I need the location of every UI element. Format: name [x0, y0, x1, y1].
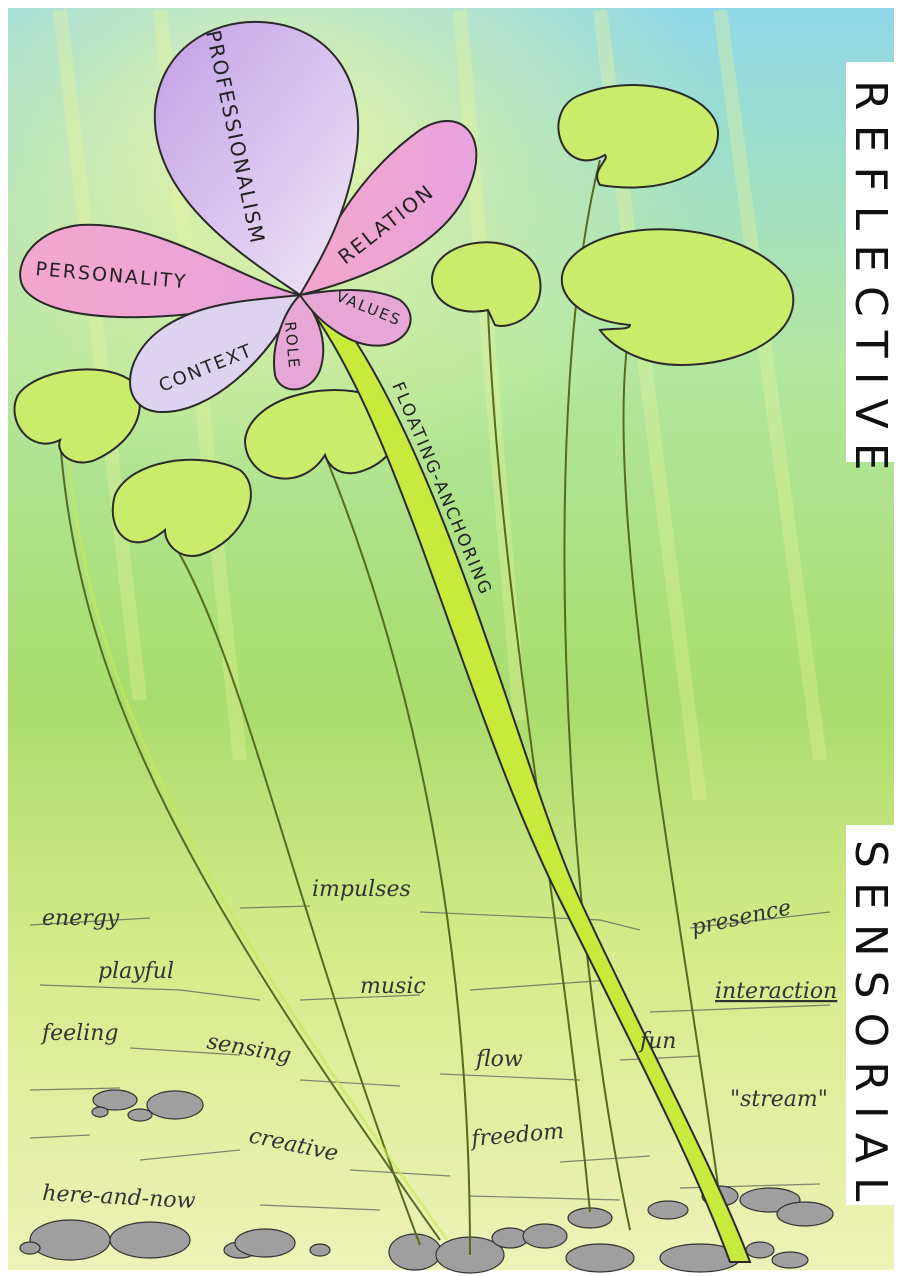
word-playful: playful — [98, 959, 174, 984]
side-label-sensorial: SENSORIAL — [845, 840, 896, 1215]
word-music: music — [360, 974, 426, 999]
word-feeling: feeling — [40, 1021, 119, 1046]
word-stream: "stream" — [730, 1087, 828, 1112]
word-impulses: impulses — [312, 877, 411, 902]
word-fun: fun — [638, 1029, 676, 1054]
word-interaction: interaction — [715, 979, 837, 1004]
word-energy: energy — [42, 906, 120, 931]
word-flow: flow — [474, 1047, 523, 1072]
side-label-reflective: REFLECTIVE — [845, 80, 896, 484]
